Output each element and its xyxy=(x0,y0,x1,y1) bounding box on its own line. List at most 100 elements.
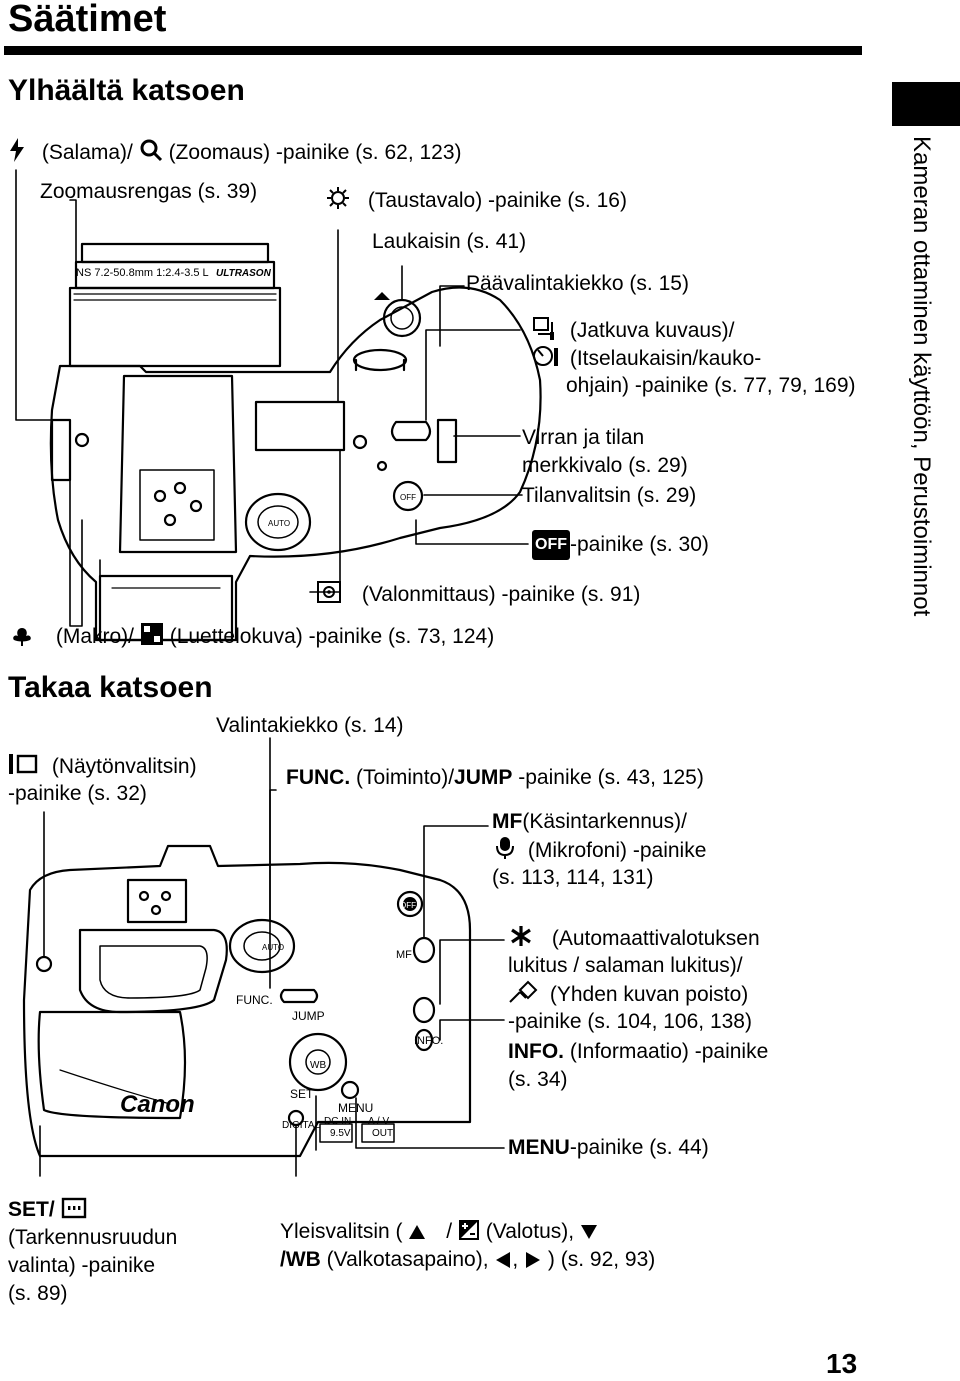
continuous-shooting-icon xyxy=(533,317,554,340)
macro-text: (Makro)/ xyxy=(55,625,135,648)
label-set-1: (Tarkennusruudun xyxy=(8,1226,178,1249)
display-1-text: (Näytönvalitsin) xyxy=(51,755,197,778)
zoom-magnifier-icon xyxy=(140,139,162,162)
page-number: 13 xyxy=(826,1348,858,1379)
label-power-lamp-2: merkkivalo (s. 29) xyxy=(522,454,688,477)
label-macro: (Makro)/ (Luettelokuva) -painike (s. 73,… xyxy=(10,622,494,651)
label-mf-3: (s. 113, 114, 131) xyxy=(492,866,654,889)
omni-wb-bold: /WB xyxy=(280,1248,321,1271)
exposure-comp-icon xyxy=(458,1220,479,1240)
back-auto-label: AUTO xyxy=(262,943,284,952)
metering-icon xyxy=(317,581,341,603)
single-erase-icon xyxy=(509,980,538,1003)
zoom-label: (Zoomaus) -painike (s. 62, 123) xyxy=(168,141,462,164)
display-button-icon xyxy=(9,754,38,774)
top-auto-label: AUTO xyxy=(268,519,290,528)
label-menu: MENU-painike (s. 44) xyxy=(508,1134,709,1162)
ae-1-text: (Automaattivalotuksen xyxy=(551,927,760,950)
label-display-1: (Näytönvalitsin) xyxy=(8,752,197,781)
back-wb-label: WB xyxy=(310,1060,326,1071)
section-back-view: Takaa katsoen xyxy=(8,671,213,704)
label-ae-1: (Automaattivalotuksen xyxy=(508,924,760,953)
index-text: (Luettelokuva) -painike (s. 73, 124) xyxy=(169,625,495,648)
label-drive-1: (Jatkuva kuvaus)/ xyxy=(532,316,734,345)
ultrasonic-marking: ULTRASON xyxy=(216,268,272,279)
up-arrow-icon xyxy=(409,1225,426,1239)
label-off-button: OFF-painike (s. 30) xyxy=(532,530,709,560)
set-bold: SET/ xyxy=(8,1198,55,1221)
func-mid: (Toiminto)/ xyxy=(356,766,455,789)
func-bold: FUNC. xyxy=(286,766,351,789)
label-flash-zoom: (Salama)/ (Zoomaus) -painike (s. 62, 123… xyxy=(8,138,462,167)
page-title: Säätimet xyxy=(8,0,167,40)
omni-3-text: (Valotus), xyxy=(485,1220,575,1243)
label-mode-dial: Päävalintakiekko (s. 15) xyxy=(466,272,689,295)
label-ae-4: -painike (s. 104, 106, 138) xyxy=(508,1010,752,1033)
menu-bold: MENU xyxy=(508,1136,570,1159)
label-shutter: Laukaisin (s. 41) xyxy=(372,230,527,253)
leader-lines-back xyxy=(39,737,505,1177)
backlight-text: (Taustavalo) -painike (s. 16) xyxy=(367,189,627,212)
back-menu-label: MENU xyxy=(338,1101,373,1115)
self-timer-icon xyxy=(533,346,558,366)
back-out-label: OUT xyxy=(372,1128,393,1139)
label-info-2: (s. 34) xyxy=(508,1068,568,1091)
lens-marking: NS 7.2-50.8mm 1:2.4-3.5 L xyxy=(76,267,209,279)
label-drive-2: (Itselaukaisin/kauko- xyxy=(532,344,761,373)
off-badge-icon: OFF xyxy=(532,530,570,560)
label-set-2: valinta) -painike xyxy=(8,1254,156,1277)
top-off-label: OFF xyxy=(400,493,416,502)
label-display-2: -painike (s. 32) xyxy=(8,782,147,805)
mf-bold: MF xyxy=(492,810,523,833)
label-zoom-ring: Zoomausrengas (s. 39) xyxy=(40,180,258,203)
jump-bold: JUMP xyxy=(454,766,513,789)
label-omni-1: Yleisvalitsin ( / (Valotus), xyxy=(280,1218,598,1246)
down-arrow-icon xyxy=(580,1225,597,1239)
back-off-label: OFF xyxy=(400,901,416,910)
chapter-side-label: Kameran ottaminen käyttöön, Perustoiminn… xyxy=(908,136,935,617)
drive-1-text: (Jatkuva kuvaus)/ xyxy=(569,319,735,342)
back-jump-label: JUMP xyxy=(292,1009,325,1023)
label-control-dial: Valintakiekko (s. 14) xyxy=(216,714,404,737)
backlight-icon xyxy=(327,187,349,209)
back-mf-label: MF xyxy=(396,949,412,961)
ae-3-text: (Yhden kuvan poisto) xyxy=(549,983,749,1006)
af-frame-icon xyxy=(61,1197,86,1219)
back-dcv-label: 9.5V xyxy=(330,1128,351,1139)
back-set-label: SET xyxy=(290,1087,314,1101)
label-mode-switch: Tilanvalitsin (s. 29) xyxy=(522,484,697,507)
chapter-tab-marker xyxy=(892,82,960,126)
label-ae-2: lukitus / salaman lukitus)/ xyxy=(508,954,743,977)
right-arrow-icon xyxy=(526,1252,541,1268)
info-rest: (Informaatio) -painike xyxy=(569,1040,769,1063)
title-rule xyxy=(4,46,862,55)
back-digital-label: DIGITAL xyxy=(282,1120,321,1131)
section-top-view: Ylhäältä katsoen xyxy=(8,74,245,107)
index-thumbnail-icon xyxy=(140,623,163,645)
omni-1-text: Yleisvalitsin ( xyxy=(280,1220,403,1243)
mf-2-text: (Mikrofoni) -painike xyxy=(527,839,707,862)
func-rest: -painike (s. 43, 125) xyxy=(518,766,704,789)
metering-text: (Valonmittaus) -painike (s. 91) xyxy=(361,583,641,606)
flash-icon xyxy=(10,138,24,162)
label-power-lamp-1: Virran ja tilan xyxy=(522,426,645,449)
label-backlight: (Taustavalo) -painike (s. 16) xyxy=(324,186,627,215)
back-dcin-label: DC IN xyxy=(324,1116,351,1127)
omni-5-text: ) (s. 92, 93) xyxy=(547,1248,656,1271)
ae-lock-icon xyxy=(511,926,531,946)
label-drive-3: ohjain) -painike (s. 77, 79, 169) xyxy=(566,374,856,397)
label-omni-2: /WB (Valkotasapaino), , ) (s. 92, 93) xyxy=(280,1248,656,1271)
back-func-label: FUNC. xyxy=(236,993,273,1007)
label-mf-2: (Mikrofoni) -painike xyxy=(492,836,706,865)
microphone-icon xyxy=(496,837,514,859)
back-av-label: A / V xyxy=(368,1116,389,1127)
label-info: INFO. (Informaatio) -painike xyxy=(508,1038,768,1066)
label-ae-3: (Yhden kuvan poisto) xyxy=(508,980,748,1009)
label-set: SET/ xyxy=(8,1196,87,1224)
omni-2-text: / xyxy=(446,1220,453,1243)
info-bold: INFO. xyxy=(508,1040,564,1063)
flash-label: (Salama)/ xyxy=(41,141,133,164)
macro-flower-icon xyxy=(13,628,31,646)
left-arrow-icon xyxy=(496,1252,511,1268)
